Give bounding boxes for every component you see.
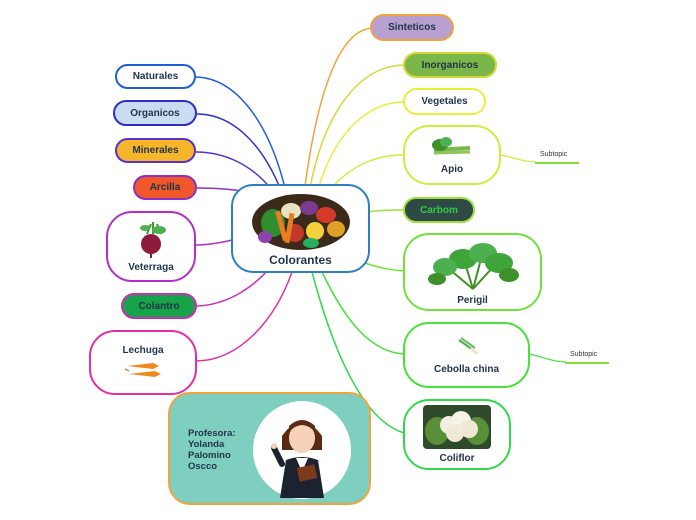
topic-label: Organicos [130,107,180,119]
topic-label: Coliflor [439,453,475,464]
subtopic-apio[interactable]: Subtopic [540,151,568,158]
celery-image [432,136,471,154]
topic-label: Naturales [132,71,179,82]
topic-lechuga[interactable]: Lechuga [89,330,197,395]
topic-inorganicos[interactable]: Inorganicos [403,52,497,78]
topic-label: Vegetales [421,96,468,107]
parsley-image [427,242,519,290]
topic-label: Minerales [132,145,179,156]
topic-veterraga[interactable]: Veterraga [106,211,196,282]
teacher-line: Palomino [188,450,231,461]
topic-carbom[interactable]: Carbom [403,197,475,223]
topic-label: Colantro [138,300,180,312]
cauliflower-image [423,405,491,449]
vegetables-image [251,193,350,250]
topic-perigil[interactable]: Perigil [403,233,542,311]
green-onion-image [457,336,478,355]
topic-label: Sinteticos [388,22,436,33]
teacher-line: Yolanda [188,439,225,450]
subtopic-underline [565,362,609,364]
topic-minerales[interactable]: Minerales [115,138,196,163]
topic-organicos[interactable]: Organicos [113,100,197,126]
central-topic-label: Colorantes [269,252,332,267]
central-topic[interactable]: Colorantes [231,184,370,273]
topic-apio[interactable]: Apio [403,125,501,185]
topic-sinteticos[interactable]: Sinteticos [370,14,454,41]
topic-colantro[interactable]: Colantro [121,293,197,319]
teacher-avatar [253,401,351,499]
subtopic-underline [535,162,579,164]
topic-label: Perigil [457,294,488,306]
teacher-text: Profesora: Yolanda Palomino Oscco [188,428,268,472]
topic-vegetales[interactable]: Vegetales [403,88,486,115]
topic-naturales[interactable]: Naturales [115,64,196,89]
topic-label: Cebolla china [433,363,499,375]
teacher-line: Profesora: [188,428,236,439]
topic-label: Veterraga [128,262,174,273]
topic-cebolla-china[interactable]: Cebolla china [403,322,530,388]
topic-arcilla[interactable]: Arcilla [133,175,197,200]
subtopic-cebolla[interactable]: Subtopic [570,351,598,358]
topic-label: Inorganicos [421,59,479,71]
topic-coliflor[interactable]: Coliflor [403,399,511,470]
teacher-line: Oscco [188,461,218,472]
topic-label: Apio [440,163,464,175]
topic-label: Arcilla [149,182,181,193]
beet-image [140,222,166,258]
topic-label: Lechuga [122,345,164,356]
carrot-image [124,363,161,377]
teacher-node[interactable]: Profesora: Yolanda Palomino Oscco [168,392,371,505]
topic-label: Carbom [420,204,458,216]
